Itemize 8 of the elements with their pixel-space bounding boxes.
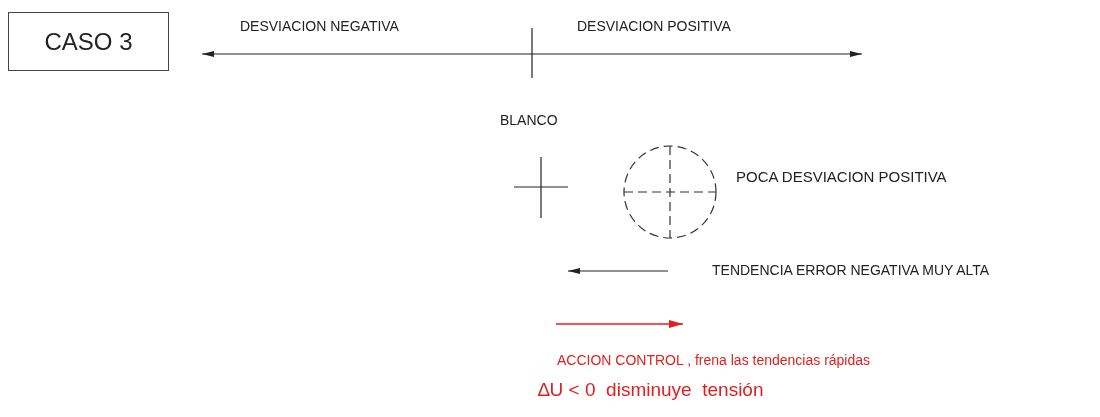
- axis-label: DESVIACION NEGATIVA: [240, 19, 399, 33]
- control-action-label: ACCION CONTROL , frena las tendencias rápidas: [557, 353, 871, 367]
- case-label-box: CASO 3: [8, 12, 169, 71]
- trend-label: TENDENCIA ERROR NEGATIVA MUY ALTA: [712, 263, 990, 277]
- voltage-note: ∆U < 0 disminuye tensión: [538, 380, 764, 399]
- target-label: BLANCO: [500, 113, 558, 127]
- axis-label: DESVIACION POSITIVA: [577, 19, 731, 33]
- circle-label: POCA DESVIACION POSITIVA: [736, 169, 947, 184]
